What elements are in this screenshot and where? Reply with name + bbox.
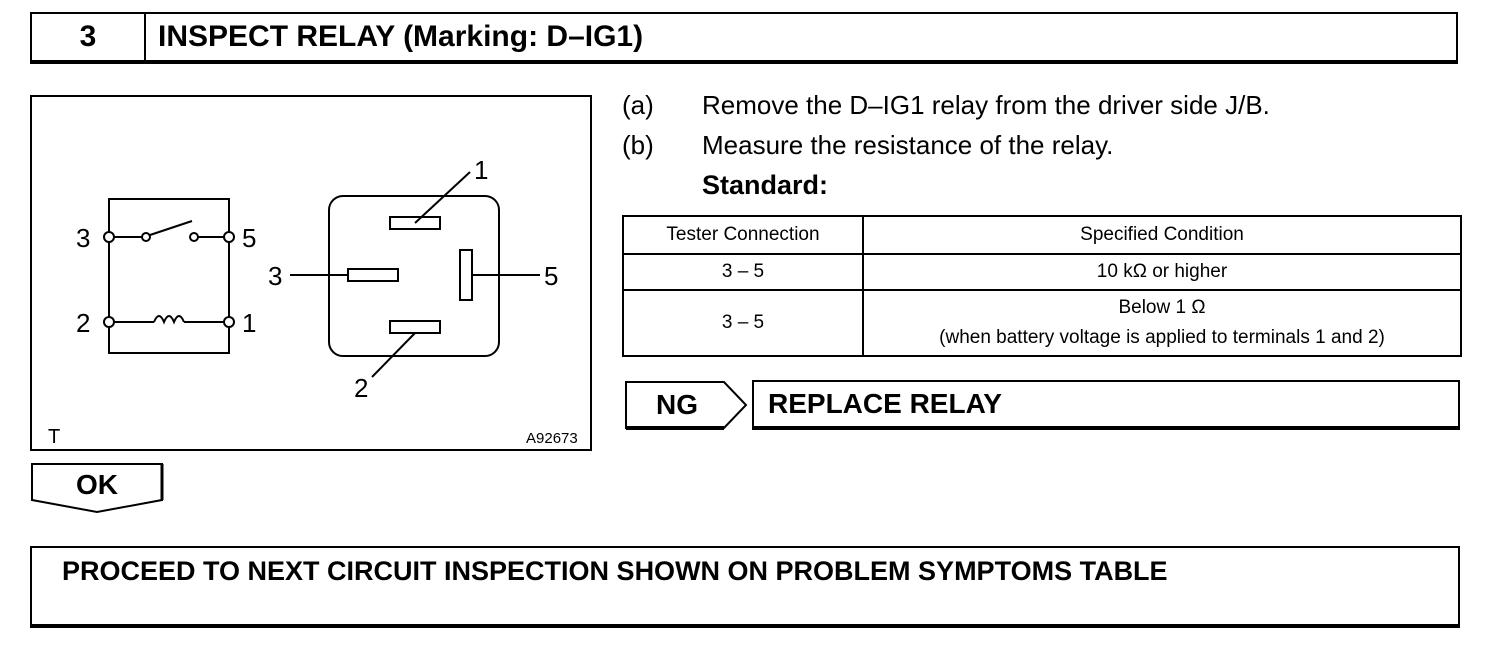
schematic-label-2: 2 <box>76 308 90 338</box>
figure-corner-label: T <box>48 426 60 448</box>
ng-arrow: NG <box>624 380 750 437</box>
step-number: 3 <box>32 14 146 60</box>
relay-label-1: 1 <box>474 155 488 185</box>
condition-line: Below 1 Ω <box>1118 297 1206 318</box>
relay-schematic <box>103 198 235 354</box>
schematic-label-3: 3 <box>76 223 90 253</box>
ok-label: OK <box>76 469 118 500</box>
relay-label-3: 3 <box>268 261 282 291</box>
table-cell: 10 kΩ or higher <box>862 253 1462 291</box>
spec-table: Tester Connection Specified Condition 3 … <box>622 215 1462 357</box>
condition-line: (when battery voltage is applied to term… <box>939 327 1385 348</box>
figure-code: A92673 <box>526 430 578 447</box>
ok-arrow-shape <box>31 463 164 514</box>
next-step-text: PROCEED TO NEXT CIRCUIT INSPECTION SHOWN… <box>62 556 1168 586</box>
ng-arrow-shape <box>625 381 748 430</box>
relay-diagram: 3 5 2 1 1 3 5 2 T A92673 <box>48 155 578 448</box>
instruction-text: Measure the resistance of the relay. <box>702 130 1114 160</box>
instruction-marker: (b) <box>622 130 654 160</box>
instruction-marker: (a) <box>622 90 654 120</box>
next-step-box: PROCEED TO NEXT CIRCUIT INSPECTION SHOWN… <box>30 546 1460 628</box>
standard-label: Standard: <box>702 170 829 200</box>
table-header-row: Tester Connection Specified Condition <box>622 215 1462 255</box>
ng-action-text: REPLACE RELAY <box>768 388 1002 419</box>
ng-label: NG <box>656 389 698 420</box>
table-cell: 3 – 5 <box>622 289 864 357</box>
schematic-label-1: 1 <box>242 308 256 338</box>
table-cell: 3 – 5 <box>622 253 864 291</box>
ok-arrow: OK <box>30 462 166 521</box>
relay-body <box>290 171 540 378</box>
table-header: Specified Condition <box>862 215 1462 255</box>
step-header: 3 INSPECT RELAY (Marking: D–IG1) <box>30 12 1458 64</box>
instruction-text: Remove the D–IG1 relay from the driver s… <box>702 90 1270 120</box>
relay-figure: 3 5 2 1 1 3 5 2 T A92673 <box>30 95 592 451</box>
relay-label-5: 5 <box>544 261 558 291</box>
step-title: INSPECT RELAY (Marking: D–IG1) <box>158 20 644 53</box>
table-row: 3 – 5 10 kΩ or higher <box>622 253 1462 291</box>
relay-label-2: 2 <box>354 373 368 403</box>
table-row: 3 – 5 Below 1 Ω (when battery voltage is… <box>622 289 1462 357</box>
schematic-label-5: 5 <box>242 223 256 253</box>
ng-action-box: REPLACE RELAY <box>752 380 1460 430</box>
table-header: Tester Connection <box>622 215 864 255</box>
table-cell: Below 1 Ω (when battery voltage is appli… <box>862 289 1462 357</box>
